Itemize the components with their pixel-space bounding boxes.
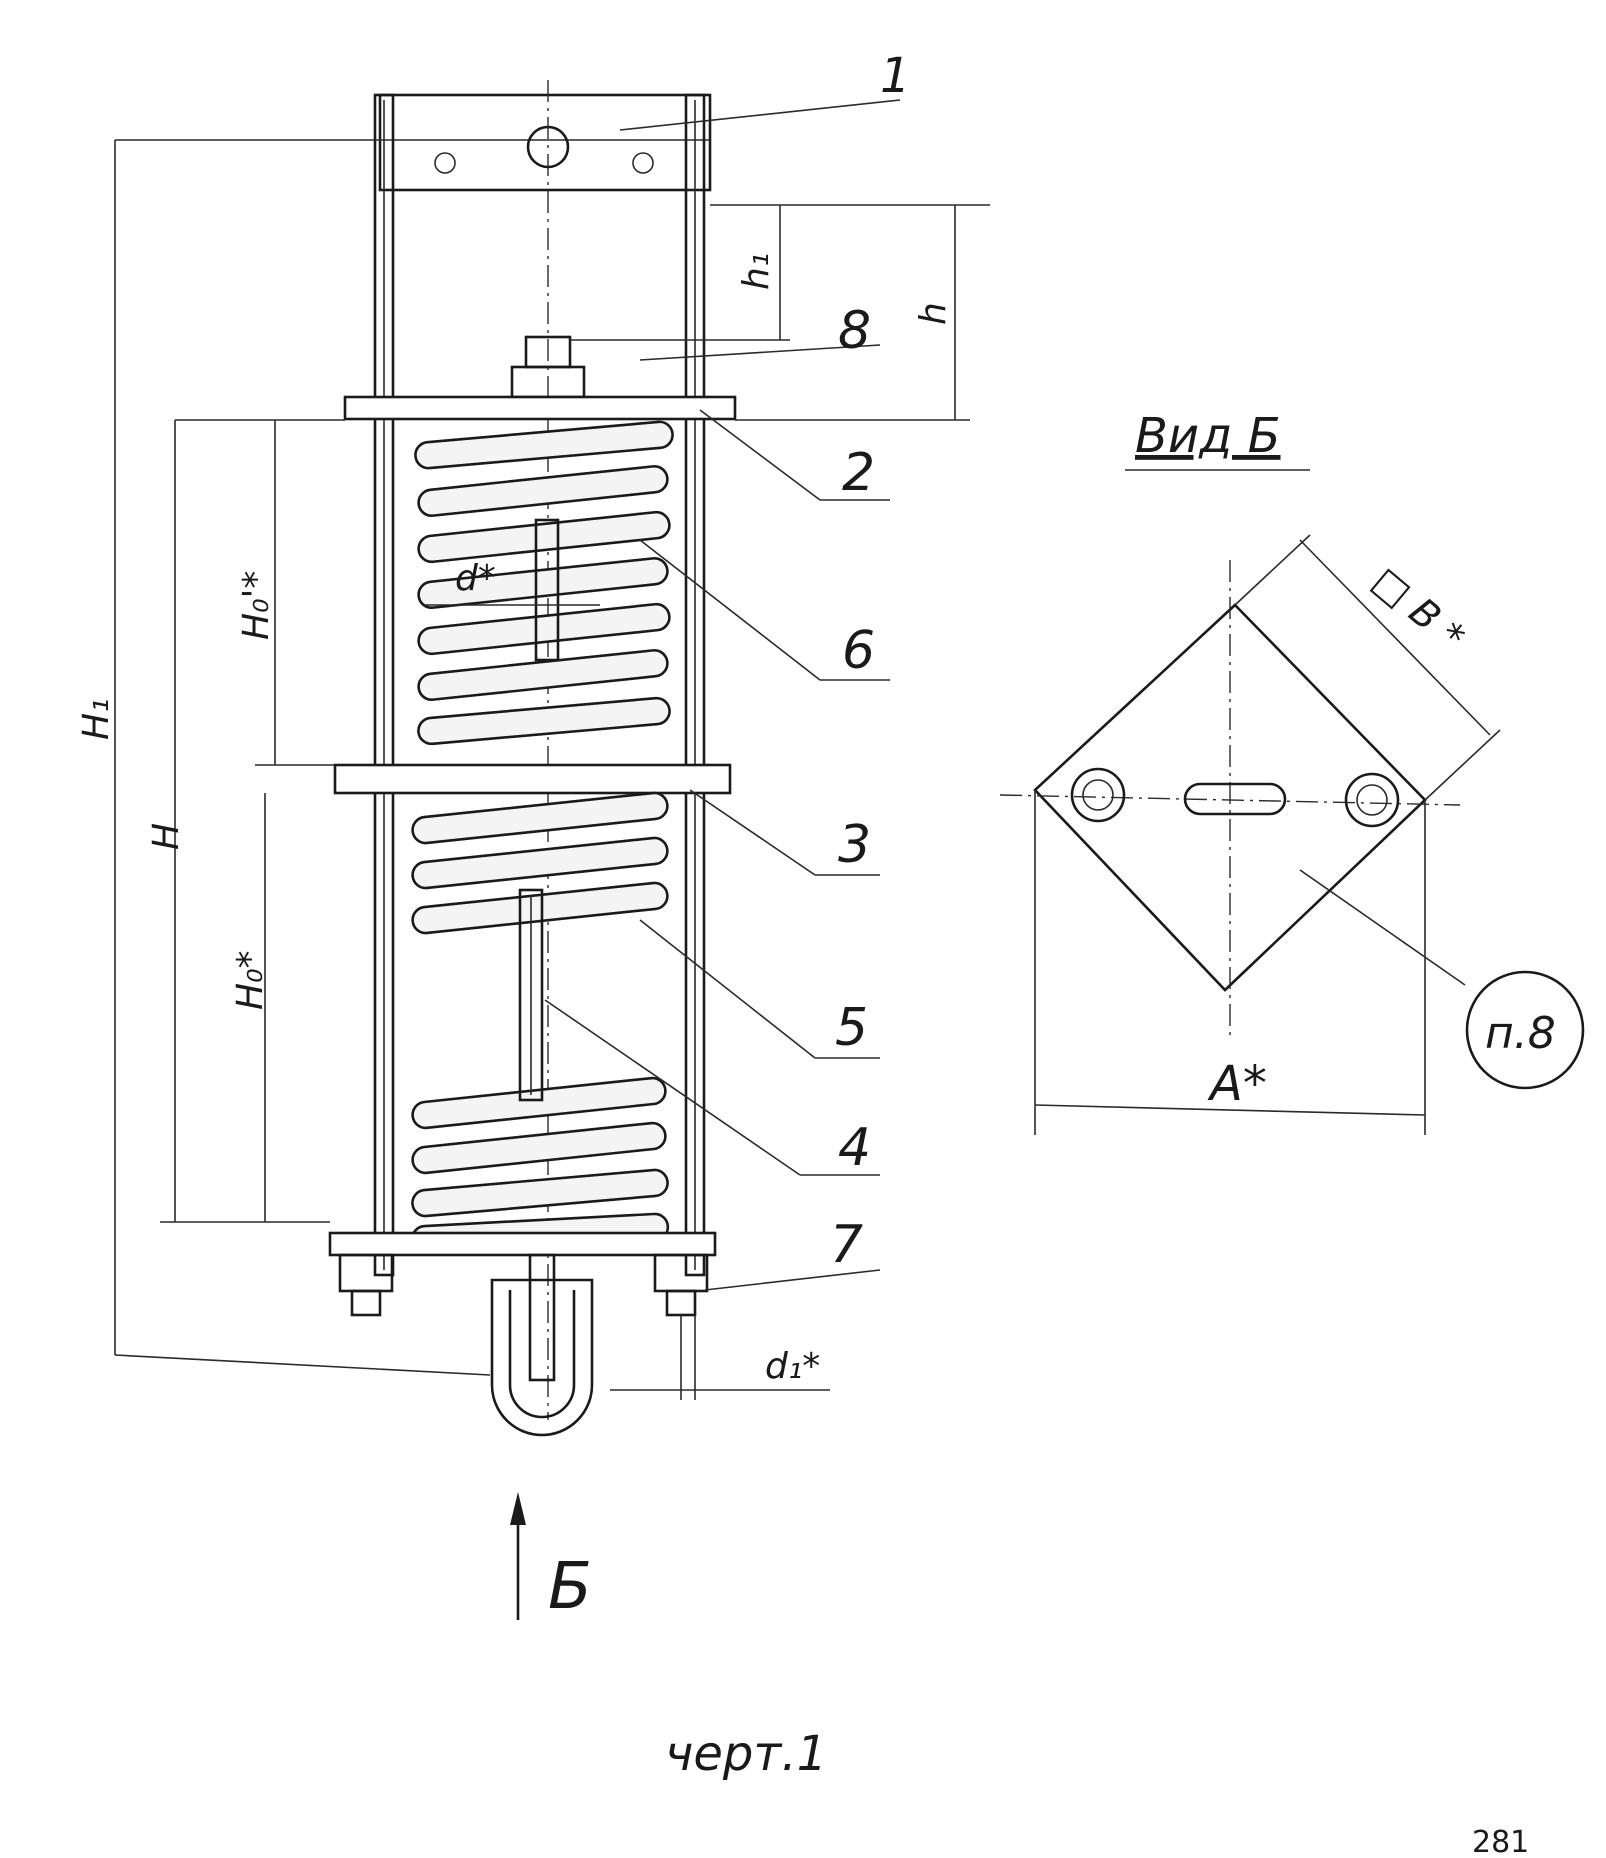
middle-plate-3 (333, 763, 732, 795)
bottom-hook (490, 1278, 594, 1437)
drawing-caption: черт.1 (665, 1726, 827, 1782)
dim-H: H (146, 823, 187, 850)
dimension-labels: H₁ H H₀'* H₀* h₁ h d* d₁* (76, 253, 954, 1387)
dim-B: □ B * (1364, 558, 1473, 659)
callout-4: 4 (838, 1118, 871, 1178)
callout-6: 6 (842, 621, 875, 681)
upper-spring-6 (414, 420, 674, 746)
callout-3: 3 (838, 815, 871, 875)
callout-8: 8 (838, 301, 871, 361)
lower-spring-5 (410, 791, 670, 1254)
inner-rod-4 (518, 888, 544, 1102)
hole-right (1344, 772, 1400, 828)
tie-rod-left (373, 93, 395, 1277)
nut-7-right (653, 1253, 709, 1293)
dim-A: A* (1207, 1056, 1267, 1112)
hole-left (1070, 767, 1126, 823)
mounting-plate-1 (378, 93, 712, 192)
view-b-title: Вид Б (1135, 408, 1281, 464)
callout-5: 5 (835, 998, 868, 1058)
dimension-lines (114, 139, 990, 1391)
callout-2: 2 (842, 443, 875, 503)
dim-d: d* (455, 558, 496, 599)
slot (1183, 782, 1287, 816)
callout-7: 7 (830, 1215, 863, 1275)
dim-h1: h₁ (736, 253, 777, 290)
page-number: 281 (1472, 1825, 1529, 1858)
dim-d1: d₁* (765, 1346, 820, 1387)
dim-H1: H₁ (76, 698, 117, 740)
dim-h: h (913, 302, 954, 325)
dim-H0: H₀* (230, 950, 271, 1010)
tie-rod-right (684, 93, 706, 1277)
upper-plate-2 (343, 395, 737, 421)
square-plate (1033, 603, 1427, 992)
dim-H0-prime: H₀'* (236, 571, 277, 640)
spring-hanger-assembly (328, 80, 737, 1437)
view-arrow: Б (510, 1492, 592, 1624)
item-ref-circle (1465, 970, 1585, 1090)
leader-lines (544, 99, 901, 1291)
callout-1: 1 (880, 48, 911, 104)
view-b: Вид Б □ B * A* п.8 (999, 408, 1585, 1135)
item-ref: п.8 (1485, 1008, 1556, 1059)
callouts: 1 8 2 6 3 5 4 7 (830, 48, 911, 1275)
bottom-plate (328, 1231, 717, 1257)
view-arrow-label: Б (548, 1550, 592, 1624)
